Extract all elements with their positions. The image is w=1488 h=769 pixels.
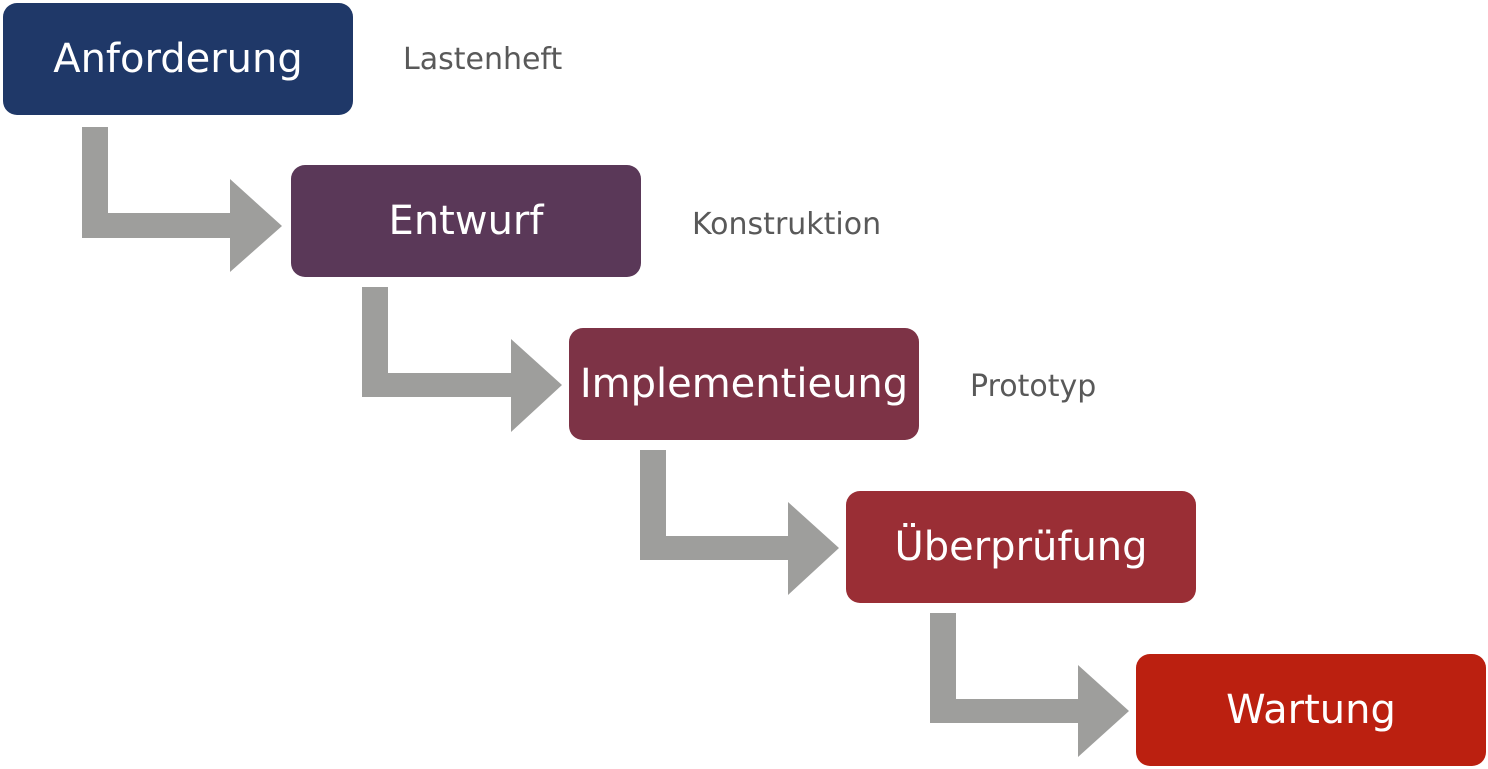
phase-box-wartung: Wartung xyxy=(1136,654,1486,766)
flow-arrow-2 xyxy=(362,287,562,432)
phase-box-anforderung: Anforderung xyxy=(3,3,353,115)
phase-note-konstruktion: Konstruktion xyxy=(692,207,882,242)
phase-box-implementieung: Implementieung xyxy=(569,328,919,440)
flow-arrow-1 xyxy=(82,127,282,272)
flow-arrow-3 xyxy=(640,450,839,595)
phase-box-ueberpruefung: Überprüfung xyxy=(846,491,1196,603)
phase-note-prototyp: Prototyp xyxy=(970,369,1097,404)
phase-box-entwurf: Entwurf xyxy=(291,165,641,277)
phase-note-lastenheft: Lastenheft xyxy=(403,42,563,77)
flow-arrow-4 xyxy=(930,613,1129,757)
